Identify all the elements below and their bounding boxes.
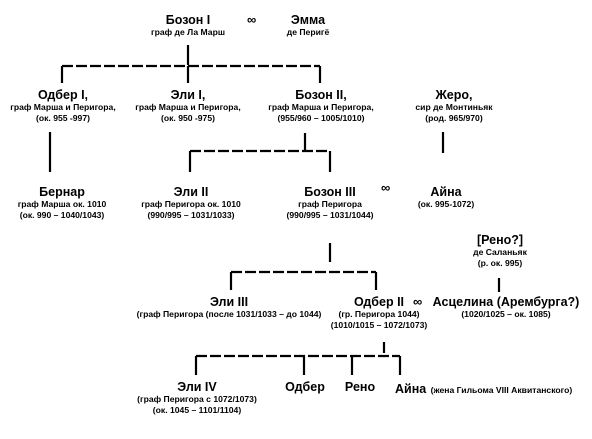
- person-detail: (ок. 1045 – 1101/1104): [152, 405, 242, 415]
- person-detail: граф Перигора: [298, 199, 362, 209]
- person-odber2: Одбер II(гр. Перигора 1044)(1010/1015 – …: [331, 295, 428, 331]
- marriage-odber2-aselina: ∞: [413, 294, 423, 309]
- person-detail: граф Марша и Перигора,: [135, 102, 241, 112]
- person-detail: (граф Перигора (после 1031/1033 – до 104…: [136, 309, 322, 319]
- person-detail: граф де Ла Марш: [150, 27, 226, 37]
- person-name: Эли I,: [170, 88, 206, 102]
- person-reno: Рено: [345, 380, 375, 394]
- person-name: Бозон I: [165, 13, 211, 27]
- person-detail: (ок. 955 -997): [36, 113, 90, 123]
- person-detail: (гр. Перигора 1044): [338, 309, 420, 319]
- person-odber: Одбер: [285, 380, 325, 394]
- person-name: Эли IV: [177, 380, 217, 394]
- person-name: Бозон II,: [295, 88, 347, 102]
- person-eli4: Эли IV(граф Перигора с 1072/1073)(ок. 10…: [137, 380, 257, 416]
- person-detail: (1010/1015 – 1072/1073): [330, 320, 428, 330]
- person-name: Одбер I,: [37, 88, 89, 102]
- person-detail: (990/995 – 1031/1044): [286, 210, 374, 220]
- person-detail: граф Марша ок. 1010: [17, 199, 107, 209]
- person-note: (жена Гильома VIII Аквитанского): [430, 385, 573, 395]
- marriage-bozon1-emma: ∞: [247, 12, 257, 27]
- person-name: Эли II: [173, 185, 209, 199]
- person-aselina: Асцелина (Арембурга?)(1020/1025 – ок. 10…: [433, 295, 580, 320]
- person-name: Айна: [395, 382, 427, 396]
- person-eli3: Эли III(граф Перигора (после 1031/1033 –…: [137, 295, 322, 320]
- person-detail: сир де Монтиньяк: [415, 102, 493, 112]
- person-detail: (ок. 995-1072): [417, 199, 475, 209]
- person-name: [Рено?]: [476, 233, 524, 247]
- person-name: Одбер II: [353, 295, 405, 309]
- person-detail: (граф Перигора с 1072/1073): [137, 394, 257, 404]
- person-name: Бернар: [39, 185, 85, 199]
- person-aina1: Айна(ок. 995-1072): [418, 185, 474, 210]
- person-detail: де Перигё: [286, 27, 330, 37]
- person-detail: граф Марша и Перигора,: [268, 102, 374, 112]
- person-bozon2: Бозон II,граф Марша и Перигора,(955/960 …: [268, 88, 373, 124]
- person-detail: (род. 965/970): [425, 113, 483, 123]
- person-detail: (990/995 – 1031/1033): [147, 210, 235, 220]
- person-detail: (955/960 – 1005/1010): [277, 113, 365, 123]
- person-detail: граф Перигора ок. 1010: [141, 199, 241, 209]
- person-name: Айна: [430, 185, 462, 199]
- person-detail: граф Марша и Перигора,: [10, 102, 116, 112]
- person-name: Асцелина (Арембурга?): [432, 295, 580, 309]
- person-detail: (ок. 990 – 1040/1043): [19, 210, 105, 220]
- person-name: Эли III: [209, 295, 249, 309]
- person-zhero: Жеро,сир де Монтиньяк(род. 965/970): [415, 88, 492, 124]
- person-name: Эмма: [290, 13, 326, 27]
- person-detail: (ок. 950 -975): [161, 113, 215, 123]
- person-odber1: Одбер I,граф Марша и Перигора,(ок. 955 -…: [10, 88, 115, 124]
- person-aina2: Айна (жена Гильома VIII Аквитанского): [395, 380, 572, 398]
- person-name: Жеро,: [435, 88, 473, 102]
- person-name: Бозон III: [304, 185, 356, 199]
- person-detail: (р. ок. 995): [477, 258, 523, 268]
- person-eli1: Эли I,граф Марша и Перигора,(ок. 950 -97…: [135, 88, 240, 124]
- person-reno-question: [Рено?]де Саланьяк(р. ок. 995): [473, 233, 527, 269]
- person-name: Одбер: [285, 380, 325, 394]
- marriage-bozon3-aina: ∞: [381, 180, 391, 195]
- person-detail: (1020/1025 – ок. 1085): [461, 309, 551, 319]
- person-detail: де Саланьяк: [473, 247, 527, 257]
- person-name: Рено: [344, 380, 376, 394]
